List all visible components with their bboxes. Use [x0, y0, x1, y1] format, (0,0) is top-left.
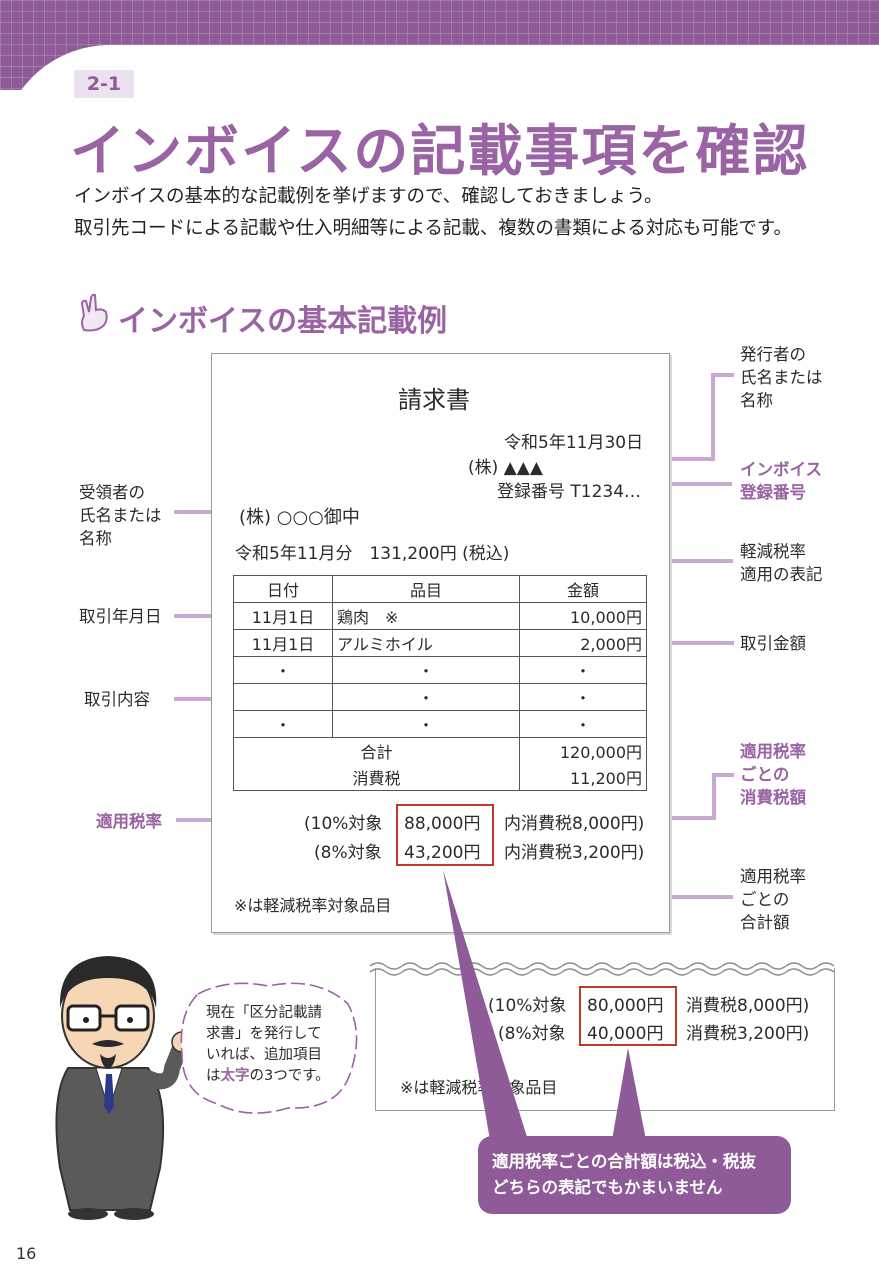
header-cell: 日付 [233, 575, 333, 603]
invoice-items-table: 日付 品目 金額 11月1日 鶏肉 ※ 10,000円 11月1日 アルミホイル… [233, 575, 647, 791]
label-transaction-date: 取引年月日 [79, 607, 162, 626]
section-number: 2-1 [74, 70, 134, 98]
table-cell: ・ [519, 656, 647, 684]
table-row: ・ ・ ・ [233, 710, 647, 738]
rate8-label: (8%対象 [314, 843, 382, 863]
table-cell: ・ [233, 710, 333, 738]
table-header-row: 日付 品目 金額 [233, 575, 647, 603]
table-row: 11月1日 鶏肉 ※ 10,000円 [233, 602, 647, 630]
label-transaction-content: 取引内容 [84, 690, 150, 709]
page-number: 16 [16, 1244, 37, 1263]
rate10-label: (10%対象 [304, 814, 383, 834]
page-title: インボイスの記載事項を確認 [70, 119, 810, 183]
pointing-hand-icon [80, 293, 108, 332]
alt-rate10-amount: 80,000円 [587, 996, 664, 1016]
intro-line-2: 取引先コードによる記載や仕入明細等による記載、複数の書類による対応も可能です。 [74, 218, 792, 239]
label-invoice-reg: インボイス 登録番号 [740, 460, 823, 502]
invoice-reg-number: 登録番号 T1234… [497, 482, 642, 502]
table-row: ・ ・ ・ [233, 656, 647, 684]
table-cell: ・ [332, 710, 520, 738]
rate-amount-box [396, 804, 494, 866]
table-cell [233, 683, 333, 711]
tax-label: 消費税 [233, 764, 520, 791]
label-issuer-name: 発行者の 氏名または 名称 [740, 345, 823, 410]
total-label: 合計 [233, 737, 520, 764]
invoice-summary: 令和5年11月分 131,200円 (税込) [235, 544, 510, 564]
table-row: 11月1日 アルミホイル 2,000円 [233, 629, 647, 657]
callout-box: 適用税率ごとの合計額は税込・税抜 どちらの表記でもかまいません [478, 1136, 791, 1214]
subheading: インボイスの基本記載例 [118, 304, 448, 339]
alt-rate10-label: (10%対象 [488, 996, 567, 1016]
table-cell: 10,000円 [519, 602, 647, 630]
teacher-character-illustration [55, 956, 193, 1220]
header-cell: 品目 [332, 575, 520, 603]
label-reduced-rate: 軽減税率 適用の表記 [740, 542, 823, 584]
invoice-issuer: (株) ▲▲▲ [468, 458, 543, 478]
table-cell: ・ [519, 683, 647, 711]
alt-rate8-tax: 消費税3,200円) [686, 1024, 810, 1044]
total-value: 120,000円 [519, 737, 647, 764]
rate8-amount: 43,200円 [404, 843, 481, 863]
callout-line-1: 適用税率ごとの合計額は税込・税抜 [492, 1152, 756, 1171]
alt-rate10-tax: 消費税8,000円) [686, 996, 810, 1016]
wavy-cut-line [369, 962, 835, 976]
total-row: 合計 120,000円 [233, 737, 647, 764]
header-cell: 金額 [519, 575, 647, 603]
speech-bubble [180, 982, 358, 1114]
label-recipient-name: 受領者の 氏名または 名称 [79, 483, 162, 548]
tax-value: 11,200円 [519, 764, 647, 791]
alt-invoice-note: ※は軽減税率対象品目 [400, 1078, 558, 1097]
label-tax-per-rate: 適用税率 ごとの 消費税額 [740, 742, 806, 807]
speech-bubble-text: 現在「区分記載請 求書」を発行して いれば、追加項目 は太字の3つです。 [206, 1005, 330, 1084]
intro-line-1: インボイスの基本的な記載例を挙げますので、確認しておきましょう。 [74, 186, 663, 207]
rate10-amount: 88,000円 [404, 814, 481, 834]
rate8-tax: 内消費税3,200円) [504, 843, 645, 863]
alt-invoice-card [375, 968, 835, 1111]
table-cell: ・ [233, 656, 333, 684]
label-total-per-rate: 適用税率 ごとの 合計額 [740, 867, 806, 932]
invoice-recipient: (株) ○○○御中 [239, 507, 360, 528]
alt-rate-amount-box [579, 986, 677, 1046]
alt-rate8-amount: 40,000円 [587, 1024, 664, 1044]
rate10-tax: 内消費税8,000円) [504, 814, 645, 834]
table-cell: ・ [519, 710, 647, 738]
table-cell: 鶏肉 ※ [332, 602, 520, 630]
invoice-title: 請求書 [398, 386, 470, 414]
tax-row: 消費税 11,200円 [233, 764, 647, 791]
alt-rate8-label: (8%対象 [498, 1024, 566, 1044]
label-applicable-rate: 適用税率 [96, 812, 162, 831]
invoice-note: ※は軽減税率対象品目 [234, 896, 392, 915]
invoice-date: 令和5年11月30日 [504, 433, 644, 453]
table-cell: 11月1日 [233, 602, 333, 630]
label-transaction-amount: 取引金額 [740, 634, 806, 653]
callout-line-2: どちらの表記でもかまいません [492, 1178, 723, 1197]
